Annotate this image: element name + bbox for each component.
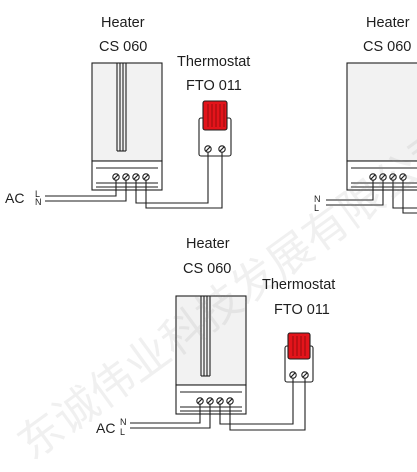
supply-1-wire-l: L [35, 189, 41, 199]
heater-1-model: CS 060 [99, 39, 148, 55]
wires-3 [130, 378, 306, 431]
supply-3-label: AC [96, 420, 116, 436]
supply-1-wire-n: N [35, 197, 42, 207]
heater-3-name: Heater [186, 236, 230, 252]
thermostat-1-model: FTO 011 [186, 78, 242, 94]
heater-2 [346, 62, 417, 191]
heater-3-model: CS 060 [183, 261, 232, 277]
thermostat-3-name: Thermostat [262, 277, 336, 293]
supply-2-wire-l: L [314, 203, 320, 213]
heater-3 [175, 295, 247, 415]
supply-1-label: AC [5, 190, 25, 206]
heater-1 [91, 62, 163, 191]
heater-1-name: Heater [101, 15, 145, 31]
supply-3-wire-l: L [120, 427, 126, 437]
supply-2-wire-n: N [314, 194, 321, 204]
wires-2 [326, 180, 417, 214]
heater-3-terminals [196, 397, 234, 405]
wires-1 [45, 152, 223, 209]
supply-3-wire-n: N [120, 417, 127, 427]
heater-2-name: Heater [366, 15, 410, 31]
thermostat-3 [284, 332, 314, 383]
wiring-diagram-canvas [45, 62, 417, 431]
thermostat-3-model: FTO 011 [274, 302, 330, 318]
thermostat-1-name: Thermostat [177, 54, 251, 70]
heater-2-model: CS 060 [363, 39, 412, 55]
thermostat-1 [198, 100, 232, 157]
